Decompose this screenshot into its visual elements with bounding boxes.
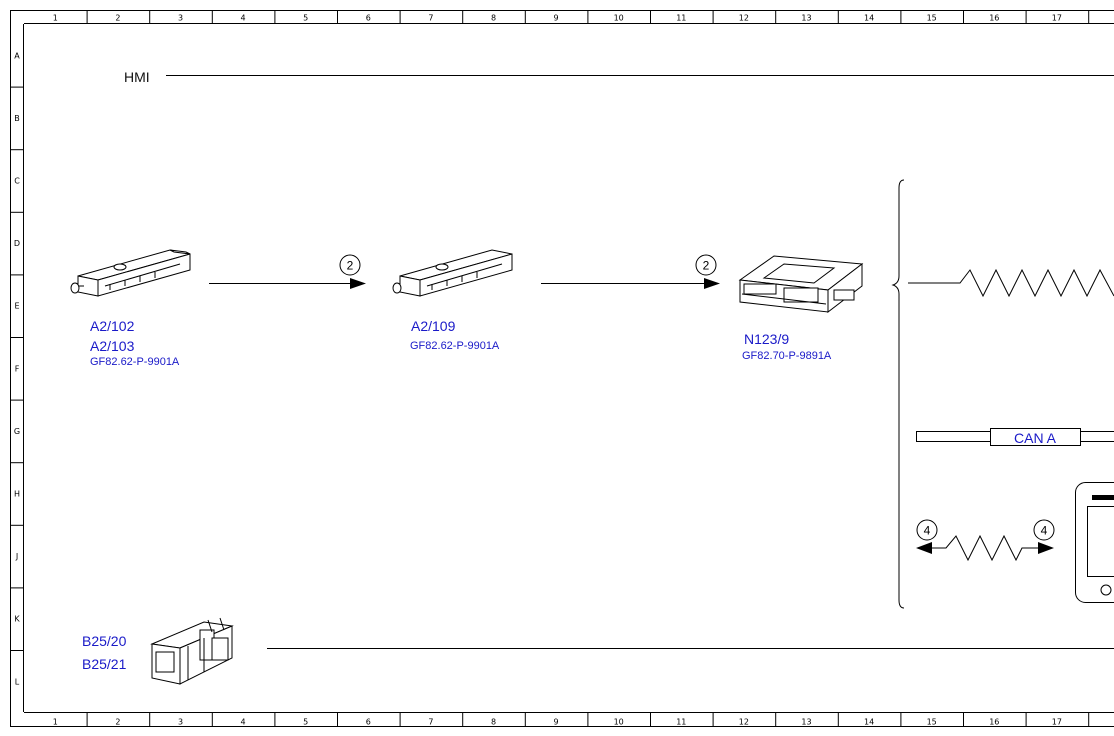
column-number: 15 xyxy=(927,14,937,23)
component-ref: A2/102 xyxy=(90,318,135,334)
control-unit-icon xyxy=(738,255,864,314)
row-letter: K xyxy=(14,615,20,624)
column-number: 1 xyxy=(53,718,58,727)
antenna-module-icon xyxy=(70,249,191,297)
marker-label-1: 2 xyxy=(347,259,354,273)
column-number: 14 xyxy=(864,718,874,727)
column-number: 10 xyxy=(614,718,624,727)
column-number: 2 xyxy=(115,718,120,727)
component-ref: A2/109 xyxy=(411,318,456,334)
row-letter: F xyxy=(15,364,20,373)
marker-label-2: 2 xyxy=(703,259,710,273)
column-number: 1 xyxy=(53,14,58,23)
section-label-hmi: HMI xyxy=(124,69,150,85)
row-letter: E xyxy=(14,302,19,311)
column-number: 9 xyxy=(554,718,559,727)
row-letter: L xyxy=(15,677,20,686)
marker-label-4: 4 xyxy=(1041,524,1048,538)
column-number: 17 xyxy=(1052,718,1062,727)
marker-label-3: 4 xyxy=(924,524,931,538)
column-number: 2 xyxy=(115,14,120,23)
column-number: 17 xyxy=(1052,14,1062,23)
column-number: 16 xyxy=(989,718,999,727)
arrow-head-left xyxy=(916,542,932,554)
column-number: 6 xyxy=(366,718,371,727)
marker-circle-2 xyxy=(695,254,717,276)
column-number: 11 xyxy=(676,718,686,727)
column-number: 3 xyxy=(178,14,183,23)
column-number: 5 xyxy=(303,14,308,23)
can-bus-left-segment xyxy=(916,431,991,442)
column-number: 8 xyxy=(491,14,496,23)
row-letter: C xyxy=(14,177,20,186)
column-number: 9 xyxy=(554,14,559,23)
column-number: 7 xyxy=(428,718,433,727)
marker-circle-3 xyxy=(916,519,938,541)
marker-circle-4 xyxy=(1033,519,1055,541)
arrow-head-right xyxy=(1038,542,1054,554)
antenna-module-icon xyxy=(392,249,513,297)
row-letter: A xyxy=(14,51,20,60)
can-bus-right-segment xyxy=(1080,431,1114,442)
column-number: 16 xyxy=(989,14,999,23)
display-device-icon xyxy=(1075,482,1114,603)
column-number: 10 xyxy=(614,14,624,23)
can-bus-label[interactable]: CAN A xyxy=(1014,430,1057,446)
column-number: 12 xyxy=(739,14,749,23)
row-ruler: A B C D E F G H J K L xyxy=(11,51,23,686)
column-number: 3 xyxy=(178,718,183,727)
column-number: 7 xyxy=(428,14,433,23)
column-number: 5 xyxy=(303,718,308,727)
component-ref: A2/103 xyxy=(90,338,135,354)
marker-circle-1 xyxy=(339,254,361,276)
row-letter: D xyxy=(14,239,20,248)
column-number: 6 xyxy=(366,14,371,23)
component-ref: B25/21 xyxy=(82,656,127,672)
row-letter: G xyxy=(14,427,20,436)
column-number: 11 xyxy=(676,14,686,23)
bus-zigzag-top xyxy=(908,268,1114,298)
component-doc-link[interactable]: GF82.62-P-9901A xyxy=(410,340,500,352)
column-number: 12 xyxy=(739,718,749,727)
column-number: 13 xyxy=(801,718,811,727)
component-ref: N123/9 xyxy=(744,331,790,347)
row-letter: B xyxy=(14,114,20,123)
component-ref: B25/20 xyxy=(82,633,127,649)
row-letter: J xyxy=(15,552,18,561)
row-letter: H xyxy=(14,490,20,499)
column-number: 13 xyxy=(801,14,811,23)
column-number: 15 xyxy=(927,718,937,727)
column-number: 4 xyxy=(241,14,246,23)
arrow-head-2 xyxy=(704,278,720,289)
column-number: 14 xyxy=(864,14,874,23)
component-doc-link[interactable]: GF82.62-P-9901A xyxy=(90,356,180,368)
sensor-bracket-icon xyxy=(150,617,234,685)
group-brace xyxy=(891,179,905,609)
column-number: 8 xyxy=(491,718,496,727)
bus-zigzag-bottom xyxy=(930,534,1040,562)
arrow-head-1 xyxy=(350,278,366,289)
frame-border xyxy=(10,10,1114,727)
column-number: 4 xyxy=(241,718,246,727)
component-doc-link[interactable]: GF82.70-P-9891A xyxy=(742,350,832,362)
column-ruler: 1122334455667788991010111112121313141415… xyxy=(53,11,1090,727)
